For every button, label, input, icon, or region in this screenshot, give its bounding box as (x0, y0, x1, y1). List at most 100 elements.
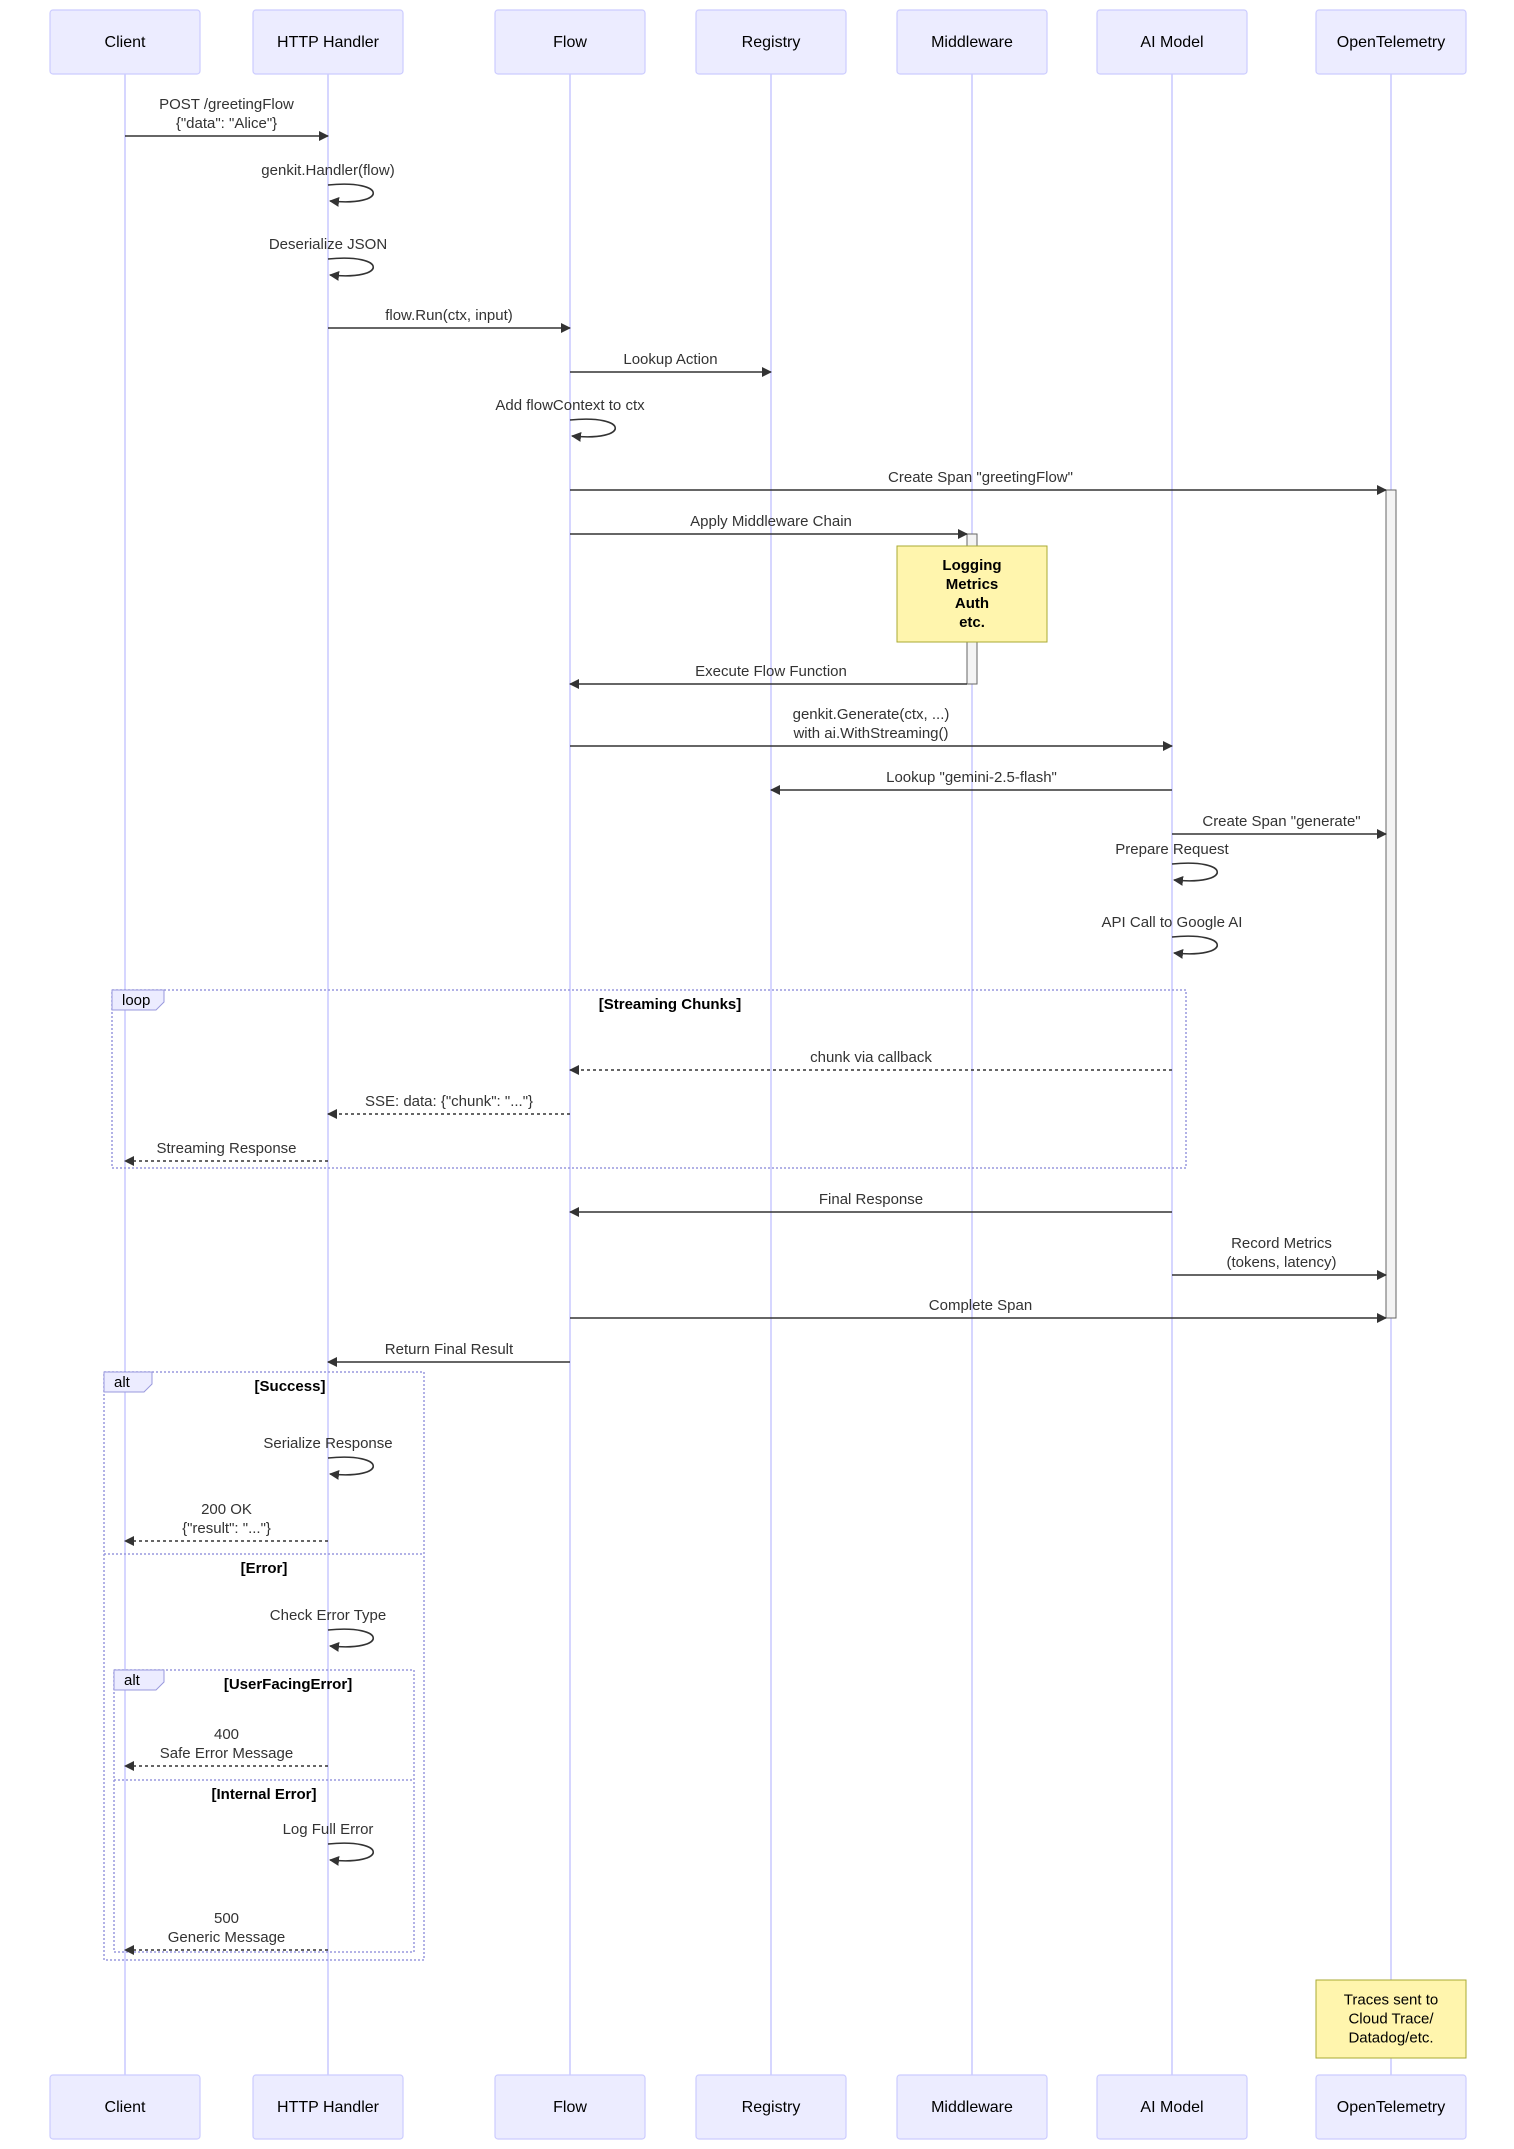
message-10: genkit.Generate(ctx, ...)with ai.WithStr… (570, 706, 1173, 751)
actor-label: Client (105, 34, 146, 51)
message-label: Check Error Type (270, 1607, 386, 1624)
actor-registry-top: Registry (695, 9, 847, 75)
self-message-arrow (327, 183, 374, 207)
message-label: {"result": "..."} (182, 1520, 271, 1537)
actor-box (695, 2074, 847, 2140)
message-label: 400 (214, 1726, 239, 1743)
message-23: 200 OK{"result": "..."} (124, 1501, 328, 1546)
message-11: Lookup "gemini-2.5-flash" (770, 769, 1172, 795)
activation-otel (1385, 489, 1397, 1319)
frame-condition: [Success] (255, 1378, 326, 1395)
self-message-arrow (327, 257, 374, 281)
message-8: Apply Middleware Chain (570, 513, 968, 539)
message-label: Serialize Response (263, 1435, 392, 1452)
message-24: Check Error Type (270, 1607, 386, 1652)
actor-label: OpenTelemetry (1337, 34, 1446, 51)
message-16: SSE: data: {"chunk": "..."} (327, 1093, 570, 1119)
actor-box (494, 2074, 646, 2140)
note-text: Cloud Trace/ (1348, 2011, 1434, 2028)
message-label: Execute Flow Function (695, 663, 847, 680)
actor-otel-bottom: OpenTelemetry (1315, 2074, 1467, 2140)
actor-label: Registry (742, 2099, 801, 2116)
actor-box (252, 2074, 404, 2140)
actor-box (1096, 9, 1248, 75)
actor-box (896, 9, 1048, 75)
message-label: flow.Run(ctx, input) (385, 307, 513, 324)
message-label: chunk via callback (810, 1049, 932, 1066)
actor-label: Client (105, 2099, 146, 2116)
message-13: Prepare Request (1115, 841, 1230, 886)
note-box (896, 545, 1048, 643)
actor-label: Flow (553, 34, 587, 51)
actor-box (1096, 2074, 1248, 2140)
actor-aimodel-top: AI Model (1096, 9, 1248, 75)
actor-middleware-bottom: Middleware (896, 2074, 1048, 2140)
self-message-arrow (569, 418, 616, 442)
message-14: API Call to Google AI (1102, 914, 1243, 959)
actor-flow-bottom: Flow (494, 2074, 646, 2140)
frame-loop-0: loop[Streaming Chunks] (111, 989, 1187, 1169)
note-text: Logging (942, 557, 1001, 574)
actor-label: Middleware (931, 34, 1013, 51)
frame-tab (111, 989, 165, 1011)
message-label: Prepare Request (1115, 841, 1229, 858)
self-message-arrow (1171, 862, 1218, 886)
actor-box (695, 9, 847, 75)
frame-kind-label: alt (124, 1672, 141, 1689)
actor-box (494, 9, 646, 75)
frame-condition: [Streaming Chunks] (599, 996, 742, 1013)
message-22: Serialize Response (263, 1435, 393, 1480)
message-21: Return Final Result (327, 1341, 570, 1367)
actor-label: Middleware (931, 2099, 1013, 2116)
actor-box (252, 9, 404, 75)
self-message-arrow (327, 1456, 374, 1480)
frame-condition: [Internal Error] (211, 1786, 316, 1803)
message-1: POST /greetingFlow {"data": "Alice"} (125, 96, 329, 141)
message-label: Complete Span (929, 1297, 1032, 1314)
note-text: Metrics (946, 576, 999, 593)
note-text: etc. (959, 614, 985, 631)
message-18: Final Response (569, 1191, 1172, 1217)
message-label: Lookup Action (623, 351, 717, 368)
message-2: genkit.Handler(flow) (261, 162, 395, 207)
actor-label: AI Model (1140, 34, 1203, 51)
message-19: Record Metrics(tokens, latency) (1172, 1235, 1387, 1280)
actor-label: HTTP Handler (277, 34, 380, 51)
message-label: Generic Message (168, 1929, 286, 1946)
self-message-arrow (1171, 935, 1218, 959)
message-7: Create Span "greetingFlow" (570, 469, 1387, 495)
message-label: Streaming Response (156, 1140, 296, 1157)
message-label: SSE: data: {"chunk": "..."} (365, 1093, 533, 1110)
actor-aimodel-bottom: AI Model (1096, 2074, 1248, 2140)
message-label: Create Span "generate" (1202, 813, 1360, 830)
actor-http-bottom: HTTP Handler (252, 2074, 404, 2140)
message-20: Complete Span (570, 1297, 1387, 1323)
message-label: API Call to Google AI (1102, 914, 1243, 931)
actor-label: OpenTelemetry (1337, 2099, 1446, 2116)
actor-box (49, 9, 201, 75)
message-label: Deserialize JSON (269, 236, 387, 253)
actor-label: Registry (742, 34, 801, 51)
actor-label: AI Model (1140, 2099, 1203, 2116)
actor-box (49, 2074, 201, 2140)
message-label: with ai.WithStreaming() (792, 725, 948, 742)
frame-tab (113, 1669, 165, 1691)
message-label: POST /greetingFlow (159, 96, 294, 113)
frame-tab (103, 1371, 153, 1393)
message-12: Create Span "generate" (1172, 813, 1387, 839)
message-label: Create Span "greetingFlow" (888, 469, 1073, 486)
note-text: Datadog/etc. (1348, 2030, 1433, 2047)
note-box (1315, 1979, 1467, 2059)
message-label: Apply Middleware Chain (690, 513, 852, 530)
message-17: Streaming Response (124, 1140, 328, 1166)
message-label: Return Final Result (385, 1341, 514, 1358)
actor-label: Flow (553, 2099, 587, 2116)
message-label: Record Metrics (1231, 1235, 1332, 1252)
message-label: Safe Error Message (160, 1745, 293, 1762)
message-label: {"data": "Alice"} (176, 115, 277, 132)
message-4: flow.Run(ctx, input) (328, 307, 571, 333)
message-15: chunk via callback (569, 1049, 1172, 1075)
self-message-arrow (327, 1842, 374, 1866)
